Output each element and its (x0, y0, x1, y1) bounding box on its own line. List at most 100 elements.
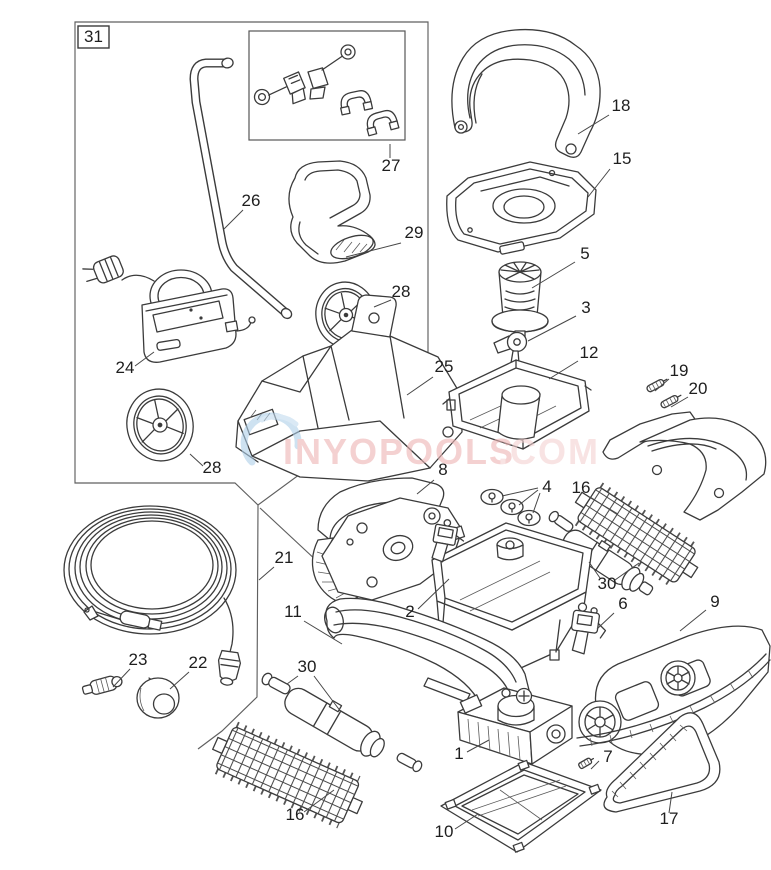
tip-barb (84, 607, 90, 613)
housing-panel (152, 300, 224, 333)
handle-band (451, 28, 601, 158)
bolt (356, 522, 368, 534)
callout-29: 29 (405, 223, 424, 242)
terminal-box (459, 694, 483, 714)
part-30-roller-right (548, 510, 654, 596)
part-4-fasteners (480, 488, 541, 527)
part-9-side-panel (576, 625, 771, 756)
watermark-text-suffix: .COM (498, 431, 600, 472)
panel-window (614, 681, 660, 721)
leader-10 (454, 813, 479, 830)
callout-17: 17 (660, 809, 679, 828)
side-handle-cover (602, 411, 767, 521)
housing-seam (145, 294, 228, 312)
blade-band (651, 443, 717, 452)
callout-11: 11 (284, 602, 302, 621)
leader-1 (466, 739, 490, 753)
cable-coil (79, 514, 223, 620)
cable-tip (83, 605, 99, 621)
leader-4 (501, 487, 541, 514)
clip-foot (291, 87, 306, 105)
leader-23 (112, 668, 131, 688)
cable-coil (68, 508, 232, 630)
callout-3: 3 (581, 298, 590, 317)
latch-foot (431, 541, 449, 563)
cable-coil (90, 520, 214, 610)
bumper-band (335, 609, 517, 683)
plug-ridges (220, 657, 240, 668)
part-24-power-supply (82, 255, 256, 363)
leader-28-top (373, 299, 392, 308)
callout-15: 15 (613, 149, 632, 168)
leader-30-right (588, 561, 640, 581)
callout-28-top: 28 (392, 282, 411, 301)
part-5-pump-motor (491, 261, 549, 341)
foot (549, 649, 560, 661)
handle-knob (368, 312, 380, 324)
roller-pin (261, 672, 291, 695)
callout-1: 1 (454, 744, 463, 763)
roller-cylinder (562, 529, 654, 596)
corner-foot (444, 798, 457, 810)
screw-shaft (321, 54, 345, 71)
callout-9: 9 (710, 592, 719, 611)
frame-struts (261, 345, 332, 393)
callout-28-bottom: 28 (203, 458, 222, 477)
connector-ridges (95, 677, 110, 694)
screw-shaft (268, 86, 287, 96)
clamp-base (388, 120, 400, 131)
leader-16-right (588, 496, 619, 515)
part-15-top-cover (446, 161, 597, 255)
pivot-hub (565, 143, 577, 155)
pin-head (548, 510, 559, 523)
hose-clamp (366, 109, 400, 137)
belt-teeth (611, 724, 688, 798)
fastener-head (508, 502, 516, 510)
cable-coil (74, 511, 228, 625)
latch-body (570, 609, 601, 634)
screw-mark (548, 169, 556, 177)
block-ribs (467, 718, 521, 761)
axle (157, 422, 163, 428)
track-band (576, 653, 767, 739)
panel-wheel (660, 660, 696, 696)
track-teeth (589, 669, 754, 747)
callout-18: 18 (612, 96, 631, 115)
cover-ring-inner (503, 195, 545, 219)
part-22-grommet (136, 677, 180, 719)
latch-tab (499, 241, 525, 255)
leader-29 (345, 242, 402, 258)
plug-tip (220, 677, 234, 686)
cover-detail (480, 176, 570, 192)
leader-25 (406, 376, 434, 396)
callout-26: 26 (242, 191, 261, 210)
blade-band (647, 437, 748, 481)
leader-7 (590, 760, 600, 770)
clip (597, 539, 611, 552)
callout-16-left: 16 (286, 805, 305, 824)
valve-hole (505, 540, 515, 550)
corner-foot (588, 783, 601, 795)
leader-8 (416, 479, 435, 495)
latch-bracket (431, 519, 465, 563)
rim (133, 395, 187, 455)
callout-31: 31 (84, 27, 103, 46)
leader-5 (531, 261, 576, 289)
screw-mark (467, 227, 473, 233)
axle (343, 312, 349, 318)
tube-end-cap (221, 57, 234, 69)
callout-6: 6 (618, 594, 627, 613)
plate-frame (454, 769, 586, 841)
part-30-roller-left (261, 672, 423, 773)
clip-foot (309, 86, 326, 100)
fan-blades (500, 262, 540, 280)
screw-tip (662, 378, 668, 382)
cone-top (501, 385, 541, 405)
fitting-body (506, 331, 528, 353)
latch-window (437, 526, 454, 539)
bracket-inner (298, 221, 319, 255)
hub-hole (390, 541, 406, 555)
top-arm (317, 477, 445, 541)
leader-22 (169, 671, 190, 690)
part-18-top-handle (451, 28, 601, 158)
